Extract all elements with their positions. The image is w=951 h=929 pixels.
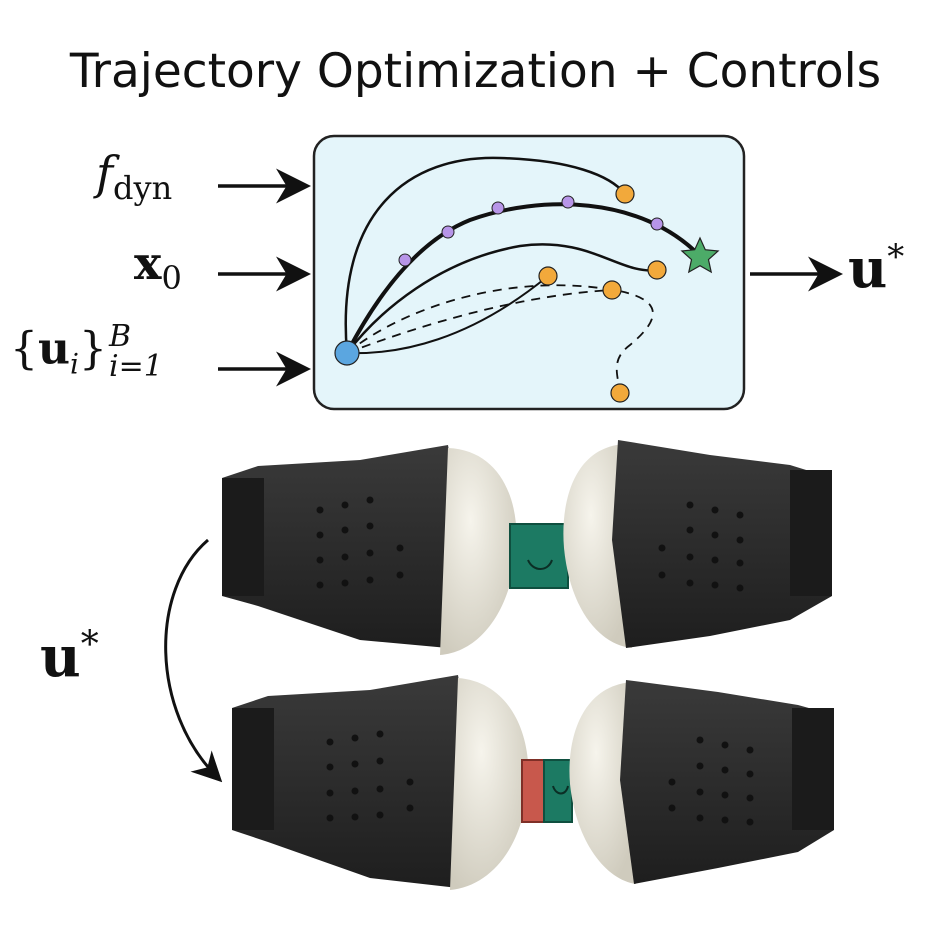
left-fingertip (440, 448, 517, 655)
trajectory-endpoint (538, 266, 558, 286)
waypoint-marker (561, 195, 575, 209)
waypoint-marker (650, 217, 664, 231)
set-open-brace: { (10, 323, 38, 375)
dynamics-symbol: f (96, 146, 114, 200)
optimizer-box (312, 134, 746, 411)
control-samples-label: {ui} B i=1 (10, 322, 163, 382)
start-state-marker (334, 340, 360, 366)
waypoint-marker (398, 253, 412, 267)
right-gripper-body (620, 680, 834, 884)
robot-state-before (222, 440, 832, 655)
object-bottom-right-face (543, 759, 573, 823)
initial-state-label: x0 (134, 236, 182, 297)
robot-state-after (232, 675, 834, 890)
right-gripper-mount (792, 708, 834, 830)
smiley-icon (527, 559, 553, 570)
trajectory-endpoint (647, 260, 667, 280)
trajectory-solid-inner (346, 275, 549, 355)
dynamics-subscript: dyn (113, 169, 173, 208)
output-star: * (887, 237, 905, 277)
transition-arrow (164, 538, 223, 783)
transition-control-label: u* (40, 624, 99, 690)
set-superscript: B (108, 319, 132, 354)
set-subscript: i=1 (108, 349, 163, 384)
left-gripper-body (232, 675, 474, 888)
control-index: i (70, 347, 79, 381)
trajectory-dashed-b (346, 289, 613, 354)
state-symbol: x (134, 236, 162, 290)
right-gripper-mount (790, 470, 832, 596)
left-gripper-mount (232, 708, 274, 830)
trajectory-solid-upper (344, 156, 626, 354)
dynamics-function-label: fdyn (96, 146, 172, 207)
control-symbol: u (38, 323, 70, 375)
right-fingertip (569, 682, 636, 884)
optimal-control-output-label: u* (848, 236, 904, 300)
smiley-icon (552, 785, 569, 795)
left-fingertip (450, 678, 529, 890)
trajectory-solid-lower (346, 243, 658, 354)
set-close-brace: } (78, 323, 107, 375)
trajectory-dashed-a (346, 284, 654, 394)
transition-symbol: u (40, 624, 81, 690)
trajectory-endpoint (610, 383, 630, 403)
state-subscript: 0 (161, 259, 182, 298)
transition-star: * (80, 624, 99, 666)
trajectory-endpoint (615, 184, 635, 204)
figure-title: Trajectory Optimization + Controls (69, 44, 882, 99)
waypoint-marker (441, 225, 455, 239)
right-gripper-body (612, 440, 832, 648)
object-top-face (509, 523, 569, 589)
goal-star-icon (680, 236, 720, 274)
trajectory-optimal (345, 202, 702, 354)
waypoint-marker (491, 201, 505, 215)
trajectory-endpoint (602, 280, 622, 300)
object-bottom-left-face (521, 759, 545, 823)
output-symbol: u (848, 236, 888, 300)
left-gripper-body (222, 445, 464, 648)
left-gripper-mount (222, 478, 264, 596)
